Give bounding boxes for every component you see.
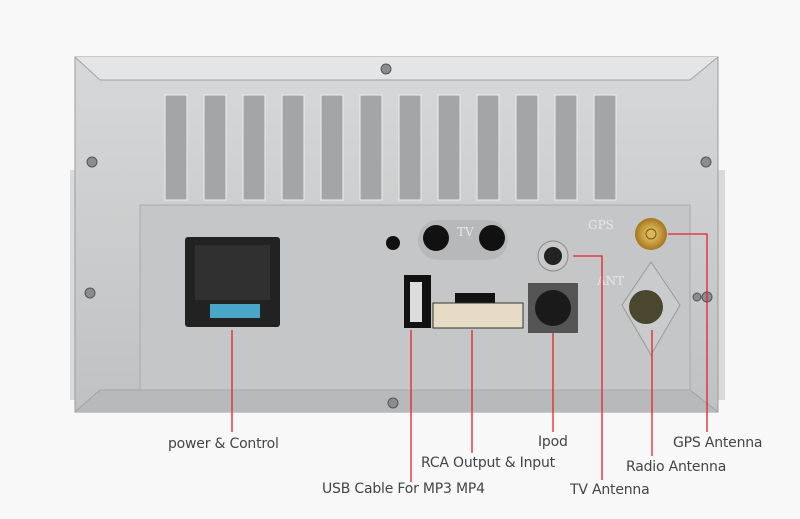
- grille-slot: [515, 94, 539, 201]
- grille-slot: [554, 94, 578, 201]
- grille-slot: [203, 94, 227, 201]
- side-rail-right: [715, 170, 725, 400]
- grille-slot: [437, 94, 461, 201]
- tv-port-1: [423, 225, 449, 251]
- grille-slot: [320, 94, 344, 201]
- ventilation-grille: [164, 94, 617, 201]
- engraved-tv: TV: [457, 225, 474, 239]
- label-usb: USB Cable For MP3 MP4: [322, 481, 485, 497]
- engraved-gps: GPS: [588, 218, 614, 232]
- grille-slot: [398, 94, 422, 201]
- label-tv-antenna: TV Antenna: [570, 482, 650, 498]
- engraved-ant: ANT: [596, 274, 624, 288]
- leader-lines: [231, 233, 708, 482]
- grille-slot: [164, 94, 188, 201]
- grille-slot: [242, 94, 266, 201]
- tv-port-2: [479, 225, 505, 251]
- tv-antenna-jack: [544, 247, 562, 265]
- label-radio-antenna: Radio Antenna: [626, 459, 727, 475]
- label-gps-antenna: GPS Antenna: [673, 435, 763, 451]
- grille-slot: [281, 94, 305, 201]
- grille-slot: [593, 94, 617, 201]
- label-rca: RCA Output & Input: [421, 455, 555, 471]
- label-power-control: power & Control: [168, 436, 279, 452]
- label-ipod: Ipod: [538, 434, 568, 450]
- rca-connector: [432, 302, 524, 329]
- grille-slot: [476, 94, 500, 201]
- radio-antenna-jack: [629, 290, 663, 324]
- grille-slot: [359, 94, 383, 201]
